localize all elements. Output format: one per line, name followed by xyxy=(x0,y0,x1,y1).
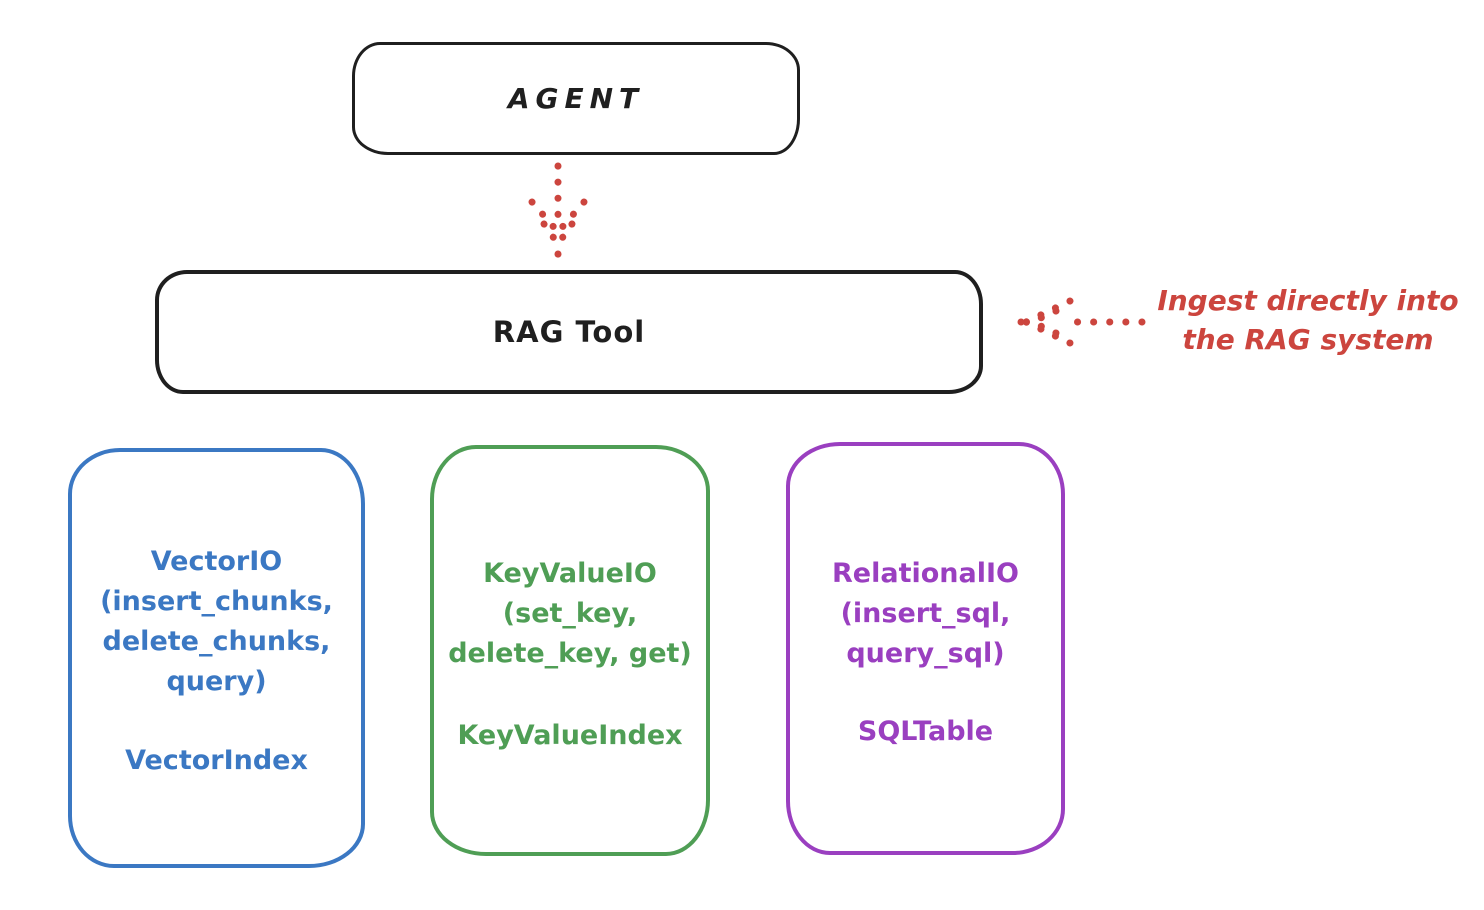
sql-table-label: SQLTable xyxy=(857,716,994,747)
vector-io-node: VectorIO (insert_chunks, delete_chunks, … xyxy=(68,448,365,868)
keyvalue-io-line: (set_key, xyxy=(502,598,638,629)
agent-label: AGENT xyxy=(507,82,645,115)
vector-io-line: (insert_chunks, xyxy=(100,586,333,617)
left-arrow-dotted-icon xyxy=(1017,297,1146,347)
ingest-annotation-line2: the RAG system xyxy=(1182,323,1434,356)
vector-index-label: VectorIndex xyxy=(125,745,308,776)
keyvalue-io-line: delete_key, get) xyxy=(448,638,692,669)
ingest-annotation: Ingest directly into the RAG system xyxy=(1140,281,1476,359)
vector-io-line: query) xyxy=(166,666,267,697)
rag-tool-label: RAG Tool xyxy=(492,315,646,349)
keyvalue-index-label: KeyValueIndex xyxy=(457,720,683,751)
rag-tool-node: RAG Tool xyxy=(155,270,983,394)
relational-io-node: RelationalIO (insert_sql, query_sql) SQL… xyxy=(786,442,1065,855)
keyvalue-io-line: KeyValueIO xyxy=(483,558,657,589)
relational-io-line: (insert_sql, xyxy=(840,598,1011,629)
relational-io-line: RelationalIO xyxy=(832,558,1019,589)
relational-io-line: query_sql) xyxy=(846,638,1005,669)
vector-io-line: delete_chunks, xyxy=(102,626,331,657)
vector-io-line: VectorIO xyxy=(150,546,283,577)
keyvalue-io-node: KeyValueIO (set_key, delete_key, get) Ke… xyxy=(430,445,710,856)
agent-node: AGENT xyxy=(352,42,800,155)
down-arrow-dotted-icon xyxy=(528,162,588,258)
ingest-annotation-line1: Ingest directly into xyxy=(1157,284,1459,317)
